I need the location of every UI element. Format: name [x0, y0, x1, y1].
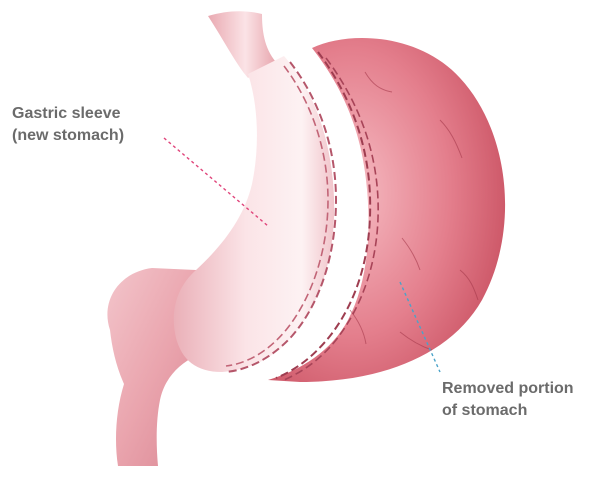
gastric-sleeve: [174, 56, 334, 372]
gastric-sleeve-label-line1: Gastric sleeve: [12, 103, 124, 125]
removed-portion-label: Removed portion of stomach: [442, 378, 574, 422]
sleeve-leader-line: [164, 138, 268, 226]
removed-portion-label-line2: of stomach: [442, 400, 574, 422]
removed-portion-label-line1: Removed portion: [442, 378, 574, 400]
gastric-sleeve-label: Gastric sleeve (new stomach): [12, 103, 124, 147]
gastric-sleeve-label-line2: (new stomach): [12, 125, 124, 147]
